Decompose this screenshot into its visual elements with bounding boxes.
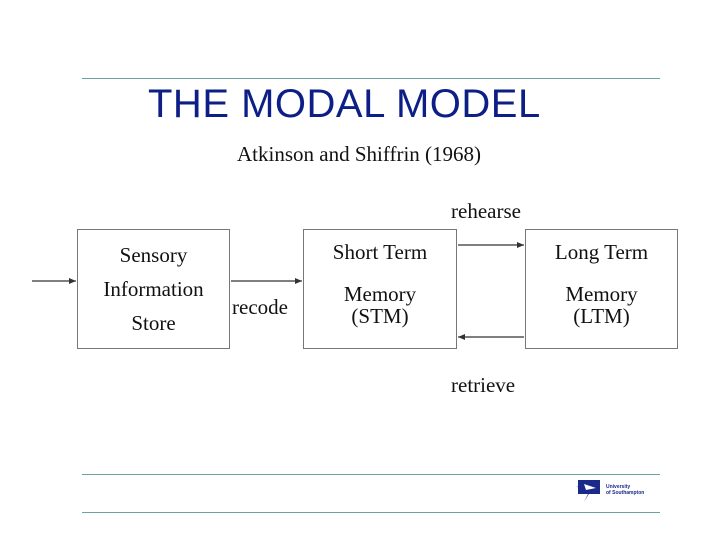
sensory-information-store-box: Sensory Information Store	[77, 229, 230, 349]
box-line: Information	[103, 276, 204, 301]
box-line: Memory	[343, 282, 417, 307]
box-line: Long Term	[554, 240, 649, 264]
long-term-memory-box: Long Term Memory (LTM)	[525, 229, 678, 349]
retrieve-label: retrieve	[451, 373, 516, 397]
rehearse-label: rehearse	[451, 199, 521, 223]
box-line: (LTM)	[573, 304, 630, 329]
short-term-memory-box: Short Term Memory (STM)	[303, 229, 457, 349]
box-line: (STM)	[351, 304, 409, 329]
top-rule	[82, 78, 660, 79]
slide-subtitle: Atkinson and Shiffrin (1968)	[237, 142, 482, 166]
university-crest-icon	[576, 480, 600, 502]
box-line: Short Term	[332, 240, 428, 264]
logo-line: University	[606, 484, 631, 491]
box-line: Store	[131, 311, 176, 336]
box-line: Sensory	[119, 242, 188, 267]
recode-label: recode	[232, 295, 288, 319]
footer-rule-bottom	[82, 512, 660, 513]
slide-title: THE MODAL MODEL	[148, 82, 541, 126]
logo-text: University of Southampton	[606, 484, 645, 497]
logo-line: of Southampton	[606, 490, 645, 496]
university-logo: University of Southampton	[574, 478, 644, 504]
footer-rule-top	[82, 474, 660, 475]
box-line: Memory	[565, 282, 638, 307]
